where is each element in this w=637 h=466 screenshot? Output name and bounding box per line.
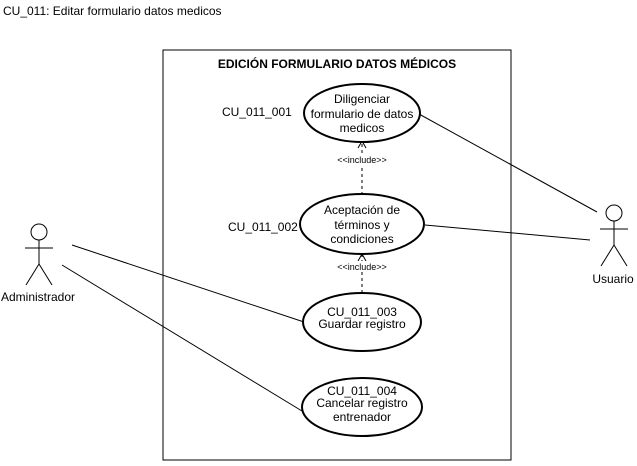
use-case-cancelar-registro[interactable]: CU_011_004 Cancelar registro entrenador <box>301 377 423 437</box>
use-case-label: formulario de datos <box>311 107 414 121</box>
use-case-diligenciar[interactable]: Diligenciar formulario de datos medicos <box>303 83 421 143</box>
use-case-label: Diligenciar <box>334 92 390 106</box>
actor-name: Administrador <box>1 290 75 304</box>
diagram-title: CU_011: Editar formulario datos medicos <box>3 4 222 18</box>
association-lines <box>61 113 598 412</box>
use-case-label: Guardar registro <box>318 317 406 331</box>
use-case-label: medicos <box>340 121 385 135</box>
use-case-label: condiciones <box>330 232 393 246</box>
use-case-label: Cancelar registro <box>316 396 408 410</box>
use-case-id: CU_011_004 <box>327 384 397 398</box>
use-case-guardar-registro[interactable]: CU_011_003 Guardar registro <box>302 292 422 352</box>
actor-icon <box>30 223 48 241</box>
system-boundary-title: EDICIÓN FORMULARIO DATOS MÉDICOS <box>218 56 456 71</box>
include-label-2: <<include>> <box>337 262 387 272</box>
use-case-label: términos y <box>334 218 389 232</box>
use-case-label: entrenador <box>333 410 391 424</box>
use-case-aceptacion-terminos[interactable]: Aceptación de términos y condiciones <box>299 193 425 255</box>
actor-administrador[interactable] <box>25 223 53 286</box>
use-case-id: CU_011_002 <box>228 220 298 234</box>
association-admin-uc3 <box>71 244 305 323</box>
use-case-id: CU_011_003 <box>327 305 397 319</box>
use-case-label: Aceptación de <box>324 203 400 217</box>
association-usuario-uc2 <box>424 224 591 241</box>
association-admin-uc4 <box>61 264 303 412</box>
association-usuario-uc1 <box>418 113 598 213</box>
actor-name: Usuario <box>592 272 634 286</box>
actor-icon <box>605 204 623 222</box>
include-label-1: <<include>> <box>337 155 387 165</box>
actor-usuario[interactable] <box>600 204 628 267</box>
use-case-id: CU_011_001 <box>222 105 292 119</box>
